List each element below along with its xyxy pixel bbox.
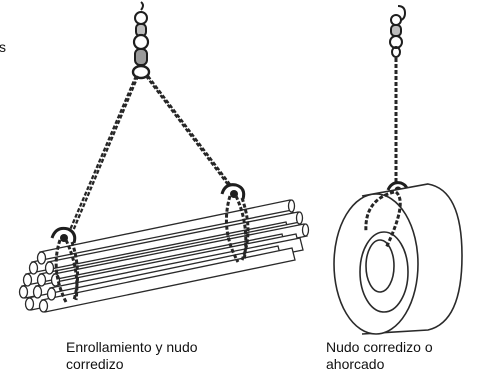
coil-top-hook-icon: [389, 5, 407, 58]
clipped-text-fragment: s: [0, 39, 6, 55]
right-figure-caption: Nudo corredizo o ahorcado: [326, 339, 433, 373]
right-caption-line-1: Nudo corredizo o: [326, 339, 433, 355]
right-chain: [145, 75, 236, 192]
left-caption-line-1: Enrollamiento y nudo: [66, 339, 198, 355]
top-hook-icon: [131, 1, 151, 80]
right-caption-line-2: ahorcado: [326, 356, 385, 372]
pipe-bundle: [18, 199, 310, 313]
coil-chain-wrap: [364, 190, 402, 249]
right-sling-hook-icon: [220, 183, 246, 200]
left-hoist-figure: [18, 1, 310, 313]
left-chain-wrap: [54, 239, 79, 303]
right-hoist-figure: [333, 5, 463, 335]
left-caption-line-2: corredizo: [66, 356, 124, 372]
right-chain-wrap: [224, 195, 250, 263]
left-chain: [68, 75, 140, 232]
left-figure-caption: Enrollamiento y nudo corredizo: [66, 339, 198, 373]
left-sling-hook-icon: [50, 226, 77, 244]
steel-coil: [333, 183, 463, 335]
